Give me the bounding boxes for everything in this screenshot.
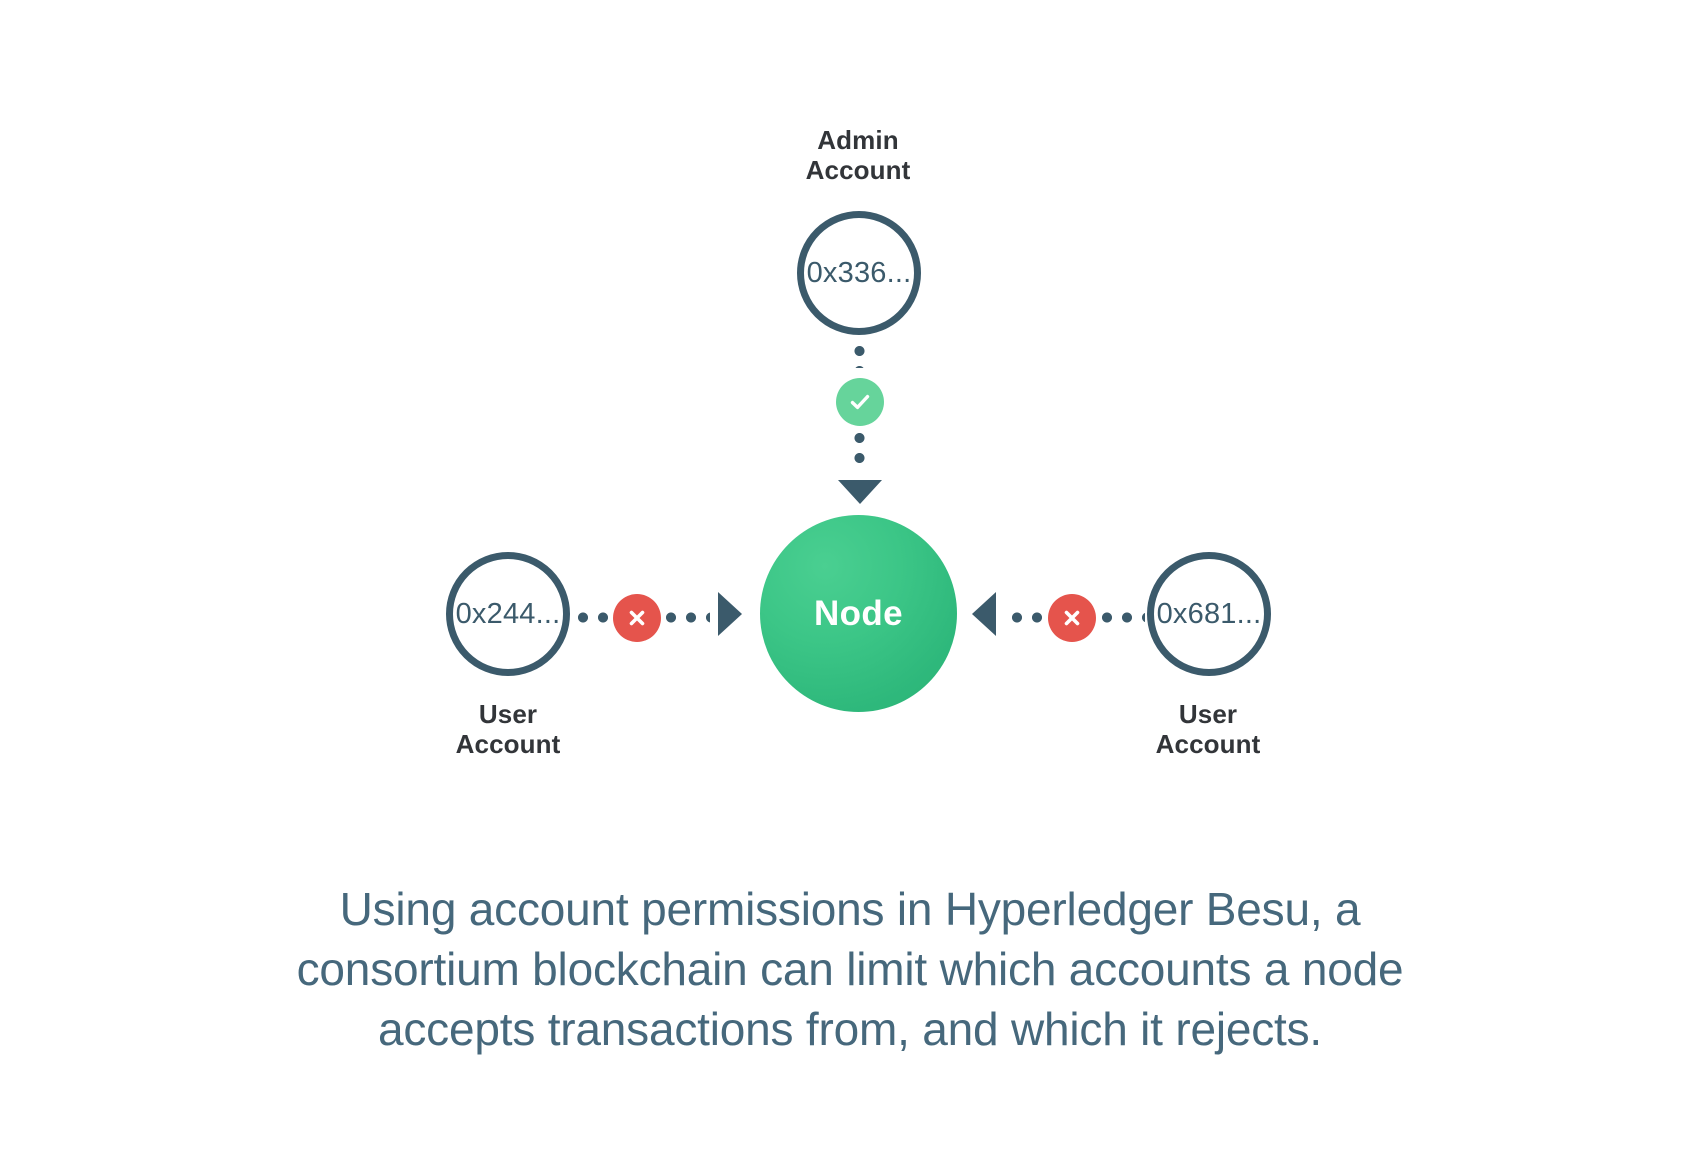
left-connector-outer-segment (573, 612, 621, 623)
caption-line-1: Using account permissions in Hyperledger… (339, 883, 1361, 935)
node-label: Node (813, 593, 904, 633)
admin-account-label: Admin Account (708, 125, 1008, 185)
right-user-account-label-line2: Account (1155, 729, 1261, 760)
right-connector-outer-segment (1097, 612, 1145, 623)
diagram-caption: Using account permissions in Hyperledger… (0, 880, 1700, 1059)
arrow-left-icon (972, 592, 996, 636)
cross-icon-left (613, 594, 661, 642)
left-user-account-circle[interactable]: 0x244... (446, 552, 570, 676)
left-connector-inner-segment (661, 612, 710, 623)
left-user-account-label: User Account (358, 699, 658, 759)
caption-line-3: accepts transactions from, and which it … (377, 1002, 1323, 1055)
admin-account-circle[interactable]: 0x336... (797, 211, 921, 335)
admin-connector-lower-segment (854, 428, 865, 472)
admin-account-label-line2: Account (805, 155, 911, 186)
node-circle[interactable]: Node (760, 515, 957, 712)
arrow-down-icon (838, 480, 882, 504)
right-user-account-address: 0x681... (1156, 597, 1262, 630)
check-icon (836, 378, 884, 426)
right-user-account-circle[interactable]: 0x681... (1147, 552, 1271, 676)
left-user-account-label-line1: User (478, 699, 538, 729)
arrow-right-icon (718, 592, 742, 636)
right-user-account-label: User Account (1058, 699, 1358, 759)
right-connector-inner-segment (1007, 612, 1056, 623)
right-user-account-label-line1: User (1178, 699, 1238, 729)
admin-account-address: 0x336... (806, 256, 912, 289)
caption-line-2: consortium blockchain can limit which ac… (296, 942, 1404, 995)
permissions-diagram: Admin Account 0x336... Node 0x244... Use… (358, 125, 1358, 759)
admin-connector-upper-segment (854, 341, 865, 368)
left-user-account-address: 0x244... (455, 597, 561, 630)
cross-icon-right (1048, 594, 1096, 642)
admin-account-label-line1: Admin (817, 125, 899, 155)
left-user-account-label-line2: Account (455, 729, 561, 760)
